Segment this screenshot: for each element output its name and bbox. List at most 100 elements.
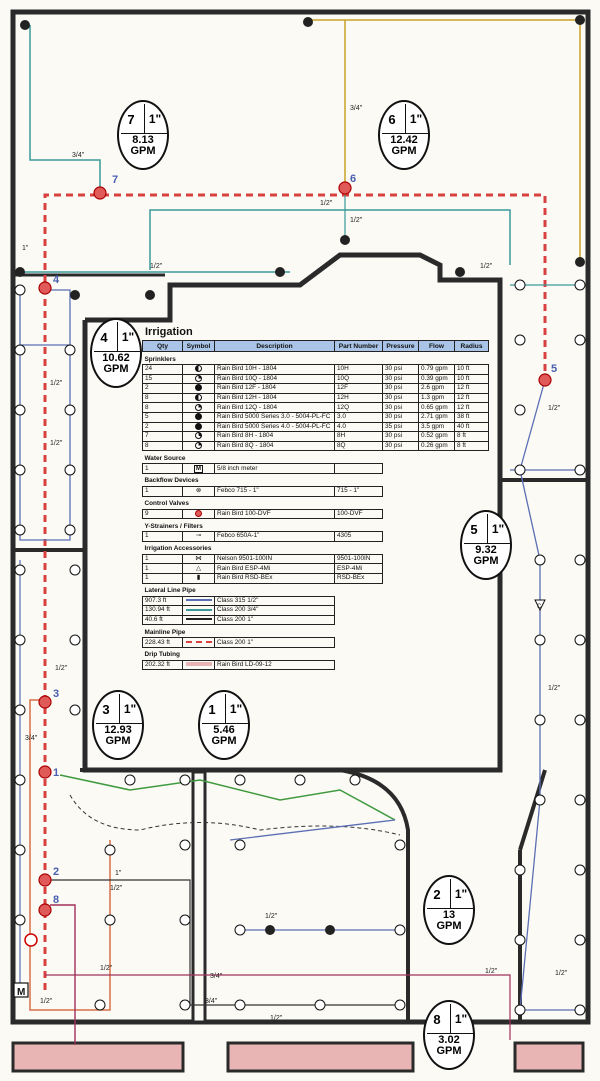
length-cell: 40.6 ft	[142, 614, 183, 626]
valve-5	[538, 373, 552, 387]
sprinkler-full-icon	[195, 423, 202, 430]
zone4-lateral	[19, 289, 71, 541]
zone-label-7: 7	[112, 174, 118, 186]
part-cell: 9501-100IN	[334, 553, 383, 565]
blank	[335, 638, 489, 648]
sprinkler-full-icon	[195, 384, 202, 392]
backflow-icon: ⊗	[195, 487, 202, 495]
qty-cell: 1	[142, 463, 183, 474]
flow-cell: 3.5 gpm	[418, 421, 455, 433]
section-backflow: Backflow Devices	[143, 473, 489, 486]
valve-4	[38, 281, 52, 295]
section-backflow-row: 1⊗Febco 715 - 1"715 - 1"	[142, 485, 489, 497]
section-drip-tubing: Drip Tubing	[143, 647, 489, 660]
pipe-swatch-cell	[182, 637, 215, 648]
part-cell: 12Q	[334, 402, 383, 413]
connector-icon: ⋈	[195, 555, 202, 563]
section-label: Control Valves	[144, 500, 189, 508]
mainline-pipe	[43, 193, 547, 990]
valve-size: 1"	[148, 112, 162, 126]
part-cell: RSD-BEx	[334, 572, 383, 584]
svg-text:1/2": 1/2"	[270, 1015, 283, 1022]
zone-number: 2	[433, 887, 441, 902]
pipe-swatch-cell	[182, 659, 215, 671]
description-cell: Class 200 1"	[214, 637, 335, 648]
valve-1	[38, 765, 52, 779]
description-cell: Febco 650A-1"	[214, 531, 335, 542]
strainer-icon: ⊸	[195, 532, 202, 540]
valve-size: 1"	[454, 887, 468, 901]
symbol-cell: ⋈	[182, 553, 215, 565]
part-cell	[334, 463, 383, 474]
meter-icon: M	[194, 464, 203, 473]
svg-text:3/4": 3/4"	[350, 105, 363, 112]
section-lateral-pipe: Lateral Line Pipe	[143, 583, 489, 596]
sprinkler-heads	[14, 279, 586, 1016]
blank	[335, 660, 489, 670]
blank	[335, 596, 489, 606]
svg-text:3/4": 3/4"	[205, 998, 218, 1005]
valve-size: 1"	[454, 1012, 468, 1026]
section-sprinklers: Sprinklers	[144, 355, 176, 363]
svg-text:1/2": 1/2"	[55, 665, 68, 672]
pressure-cell: 30 psi	[382, 402, 419, 413]
property-boundary	[10, 9, 591, 1025]
zone-label-8: 8	[53, 894, 59, 906]
zone-number: 5	[470, 522, 478, 537]
water-meter	[13, 982, 29, 998]
house-outline	[82, 252, 503, 773]
part-cell: 12F	[334, 383, 383, 394]
zone-label-4: 4	[53, 274, 60, 286]
qty-cell: 1	[142, 531, 183, 542]
svg-text:1/2": 1/2"	[50, 440, 63, 447]
zone-label-6: 6	[350, 173, 356, 185]
zone-number: 8	[433, 1012, 441, 1027]
water-meter-label: M	[17, 987, 25, 998]
zone-label-5: 5	[551, 363, 557, 375]
symbol-cell	[182, 421, 215, 433]
valve-markers	[38, 181, 552, 917]
symbol-cell	[182, 392, 215, 404]
blank	[383, 573, 489, 583]
zone2-row-top	[229, 819, 396, 841]
part-cell: 4305	[334, 531, 383, 542]
section-control-valves: Control Valves	[143, 496, 489, 509]
pressure-cell: 30 psi	[382, 411, 419, 423]
symbol-cell: ⊸	[182, 531, 215, 542]
qty-cell: 1	[142, 553, 183, 565]
pipe-swatch-cell	[182, 605, 215, 616]
zone1-dashed-bed	[69, 794, 401, 836]
symbol-cell	[182, 508, 215, 520]
part-cell: 8H	[334, 431, 383, 442]
blank	[335, 615, 489, 625]
valve-size: 1"	[121, 330, 135, 344]
description-cell: Rain Bird LD-09-12	[214, 659, 335, 671]
rain-sensor-icon: ▮	[196, 574, 201, 582]
section-label: Mainline Pipe	[144, 628, 186, 636]
valve-3	[38, 695, 52, 709]
section-accessories: Irrigation Accessories	[143, 541, 489, 554]
zone-number-labels: 7 6 4 5 3 1 2 8	[53, 173, 557, 906]
description-cell: Nelson 9501-100IN	[214, 553, 335, 565]
description-cell: Class 200 3/4"	[214, 605, 335, 616]
zone-label-2: 2	[53, 866, 59, 878]
rotor-heads	[15, 15, 585, 935]
zone7-lateral-b	[149, 209, 511, 270]
svg-text:1/2": 1/2"	[100, 965, 113, 972]
pressure-cell: 30 psi	[382, 392, 419, 404]
description-cell: Rain Bird 8Q - 1804	[214, 440, 335, 452]
pipe-swatch-cell	[182, 614, 215, 626]
symbol-cell	[182, 383, 215, 394]
controller-icon	[534, 599, 546, 612]
